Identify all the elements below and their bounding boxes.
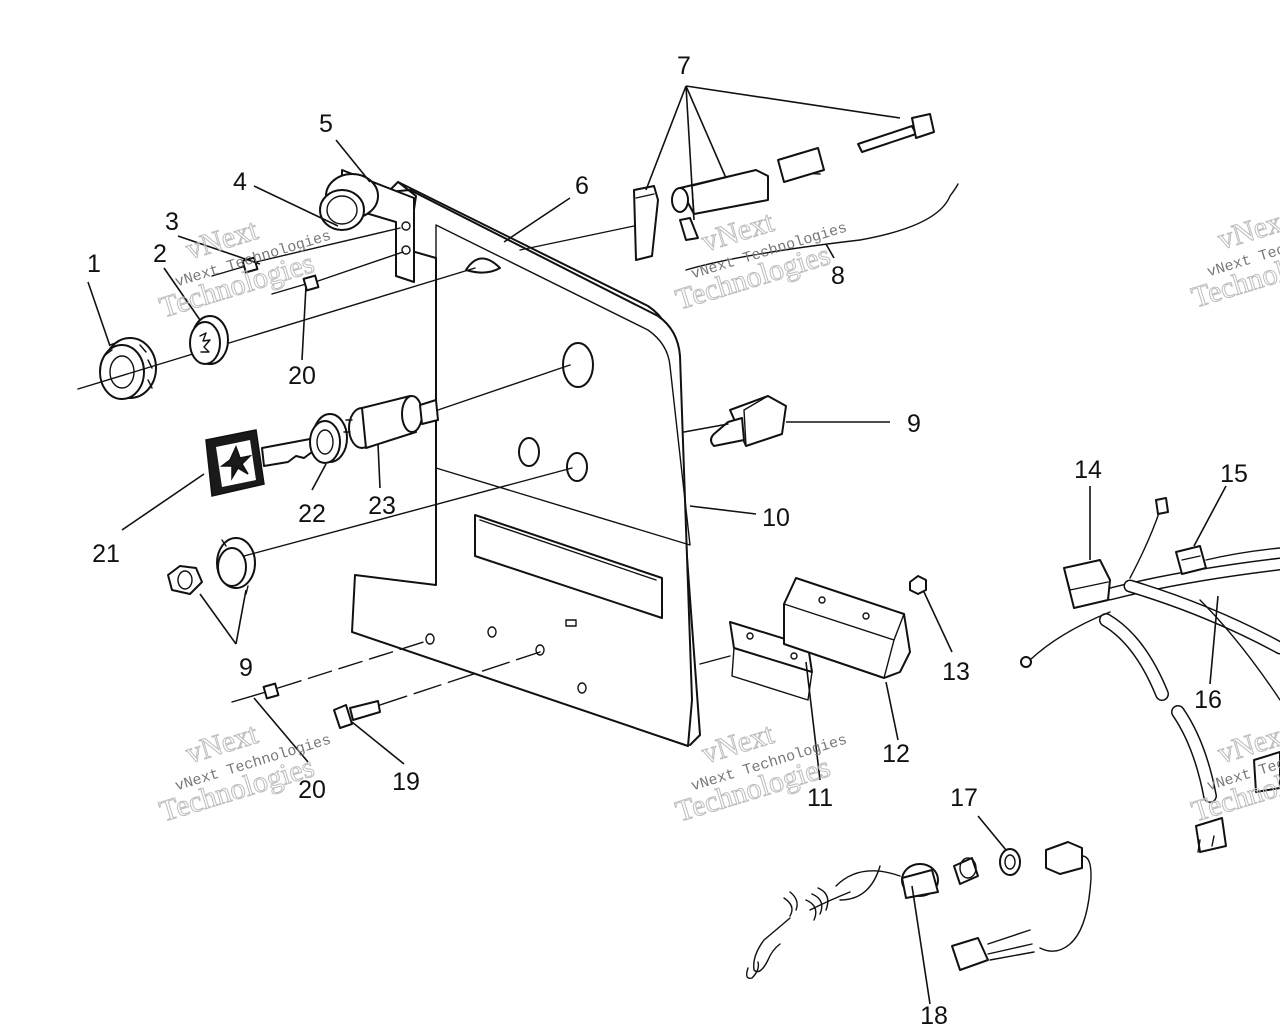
watermark-4: vNext vNext Technologies Technologies <box>155 717 333 829</box>
part-9-toggle-switch-right <box>683 395 890 447</box>
callout-20-upper: 20 <box>288 362 316 390</box>
callout-17: 17 <box>950 784 978 812</box>
callout-19: 19 <box>392 768 420 796</box>
callout-3: 3 <box>165 208 179 236</box>
callout-1: 1 <box>87 250 101 278</box>
callout-labels: 1 2 3 4 5 6 7 8 9 9 10 11 12 13 14 15 16… <box>87 52 1248 1024</box>
callout-6: 6 <box>575 172 589 200</box>
callout-2: 2 <box>153 240 167 268</box>
part-16-wiring-harness <box>1020 497 1280 853</box>
part-13-nut <box>909 575 953 653</box>
callout-8: 8 <box>831 262 845 290</box>
callout-4: 4 <box>233 168 247 196</box>
part-22-nut <box>309 413 348 464</box>
part-18-tether-switch <box>745 841 1092 1005</box>
callout-18: 18 <box>920 1002 948 1024</box>
part-2-washer <box>189 315 229 365</box>
callout-21: 21 <box>92 540 120 568</box>
callout-20-lower: 20 <box>298 776 326 804</box>
watermark-6: vNext vNext Technologies Technologies <box>1187 717 1280 829</box>
callout-14: 14 <box>1074 456 1102 484</box>
part-14-connector <box>1063 486 1111 609</box>
part-21-key <box>205 429 331 497</box>
callout-13: 13 <box>942 658 970 686</box>
callout-22: 22 <box>298 500 326 528</box>
callout-15: 15 <box>1220 460 1248 488</box>
callout-9-right: 9 <box>907 410 921 438</box>
callout-12: 12 <box>882 740 910 768</box>
callout-9-left: 9 <box>239 654 253 682</box>
leader-lines <box>87 139 899 781</box>
part-1-nut <box>99 337 157 400</box>
callout-5: 5 <box>319 110 333 138</box>
part-19-bolt <box>333 651 541 729</box>
callout-16: 16 <box>1194 686 1222 714</box>
part-9-hex-nut <box>167 565 203 595</box>
part-20-screw-upper <box>271 251 404 295</box>
callout-11: 11 <box>807 784 833 812</box>
part-17-washer <box>977 815 1021 876</box>
callout-10: 10 <box>762 504 790 532</box>
part-7-latch <box>633 85 935 261</box>
part-5-cup <box>319 173 379 231</box>
watermark-3: vNext vNext Technologies Technologies <box>1187 203 1280 315</box>
callout-23: 23 <box>368 492 396 520</box>
callout-7: 7 <box>677 52 691 80</box>
part-8-cable <box>685 183 959 271</box>
part-20-screw-lower <box>231 639 431 703</box>
part-15-connector <box>1175 485 1280 575</box>
part-9-washer <box>216 537 256 595</box>
part-11-strip <box>729 621 813 701</box>
part-12-block <box>783 577 911 679</box>
part-23-ignition-switch <box>343 364 571 449</box>
